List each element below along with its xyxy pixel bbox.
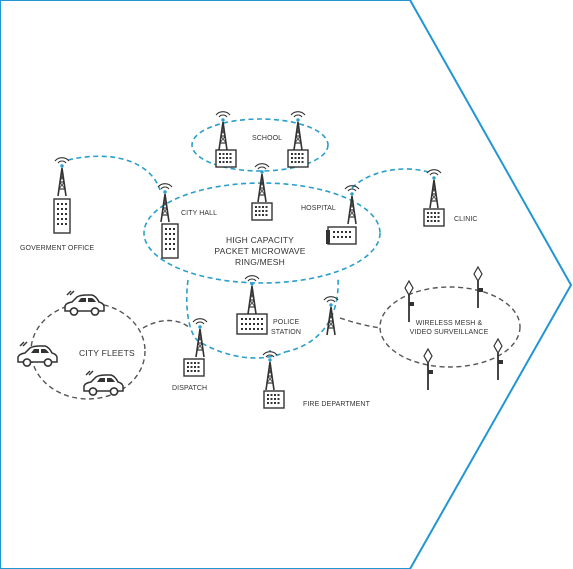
car-icon-bottom <box>83 370 124 396</box>
city-fleets: CITY FLEETS <box>17 290 135 396</box>
fire-building-icon <box>263 390 285 409</box>
dispatch-tower-icon <box>192 317 208 358</box>
wireless-link <box>339 317 381 329</box>
clinic-tower-icon <box>426 168 442 209</box>
school-ring <box>191 118 329 172</box>
police-label-line1: POLICE <box>273 319 300 326</box>
dispatch-label: DISPATCH <box>172 385 207 392</box>
clinic-building-icon <box>423 208 445 227</box>
ring-caption-line3: RING/MESH <box>235 257 285 267</box>
hospital-building-icon <box>326 226 357 245</box>
city-hall-label: CITY HALL <box>181 210 217 217</box>
fire-department: FIRE DEPARTMENT <box>262 350 371 409</box>
hospital-tower-icon <box>344 184 360 225</box>
city-hall: CITY HALL <box>157 182 217 259</box>
fleet-dispatch-link <box>142 319 191 329</box>
clinic: CLINIC <box>423 168 478 227</box>
camera-pole-icon-2 <box>473 266 484 309</box>
school-building-left-icon <box>215 149 237 168</box>
hospital-label: HOSPITAL <box>301 205 336 212</box>
camera-pole-icon-3 <box>423 348 434 391</box>
wireless-label-line1: WIRELESS MESH & <box>416 320 483 327</box>
govt-link <box>67 155 161 191</box>
ring-caption-line1: HIGH CAPACITY <box>226 235 294 245</box>
wireless-ring <box>379 286 521 368</box>
dispatch-building-icon <box>183 358 205 377</box>
government-office: GOVERMENT OFFICE <box>20 156 94 252</box>
clinic-link <box>351 168 429 189</box>
clinic-label: CLINIC <box>454 216 478 223</box>
school-label: SCHOOL <box>252 135 282 142</box>
camera-pole-icon-4 <box>493 338 504 381</box>
government-office-label: GOVERMENT OFFICE <box>20 245 94 252</box>
ring-caption-line2: PACKET MICROWAVE <box>214 246 305 256</box>
school: SCHOOL <box>215 110 309 168</box>
dispatch: DISPATCH <box>172 317 208 392</box>
police-label-line2: STATION <box>271 329 301 336</box>
core-node <box>251 162 273 221</box>
wireless-gateway-tower-icon <box>323 295 339 336</box>
police-tower-icon <box>244 274 260 315</box>
camera-pole-icon-1 <box>404 280 415 323</box>
police-station: POLICE STATION <box>236 274 301 336</box>
school-tower-left-icon <box>215 110 231 151</box>
lower-ring-left <box>185 279 286 359</box>
hospital: HOSPITAL <box>301 184 360 245</box>
school-building-right-icon <box>287 149 309 168</box>
core-building-icon <box>251 202 273 221</box>
school-tower-right-icon <box>290 110 306 151</box>
fire-department-label: FIRE DEPARTMENT <box>303 401 371 408</box>
wireless-mesh: WIRELESS MESH & VIDEO SURVEILLANCE <box>404 266 504 391</box>
city-fleets-label: CITY FLEETS <box>79 348 135 358</box>
wireless-label-line2: VIDEO SURVEILLANCE <box>410 329 489 336</box>
ring-caption: HIGH CAPACITY PACKET MICROWAVE RING/MESH <box>214 235 305 267</box>
car-icon-left <box>17 341 58 367</box>
police-building-icon <box>236 313 268 335</box>
city-hall-building-icon <box>161 223 179 259</box>
lower-ring-right <box>284 277 339 353</box>
govt-tower-icon <box>54 156 70 197</box>
car-icon-top <box>64 290 105 316</box>
govt-building-icon <box>53 198 71 234</box>
